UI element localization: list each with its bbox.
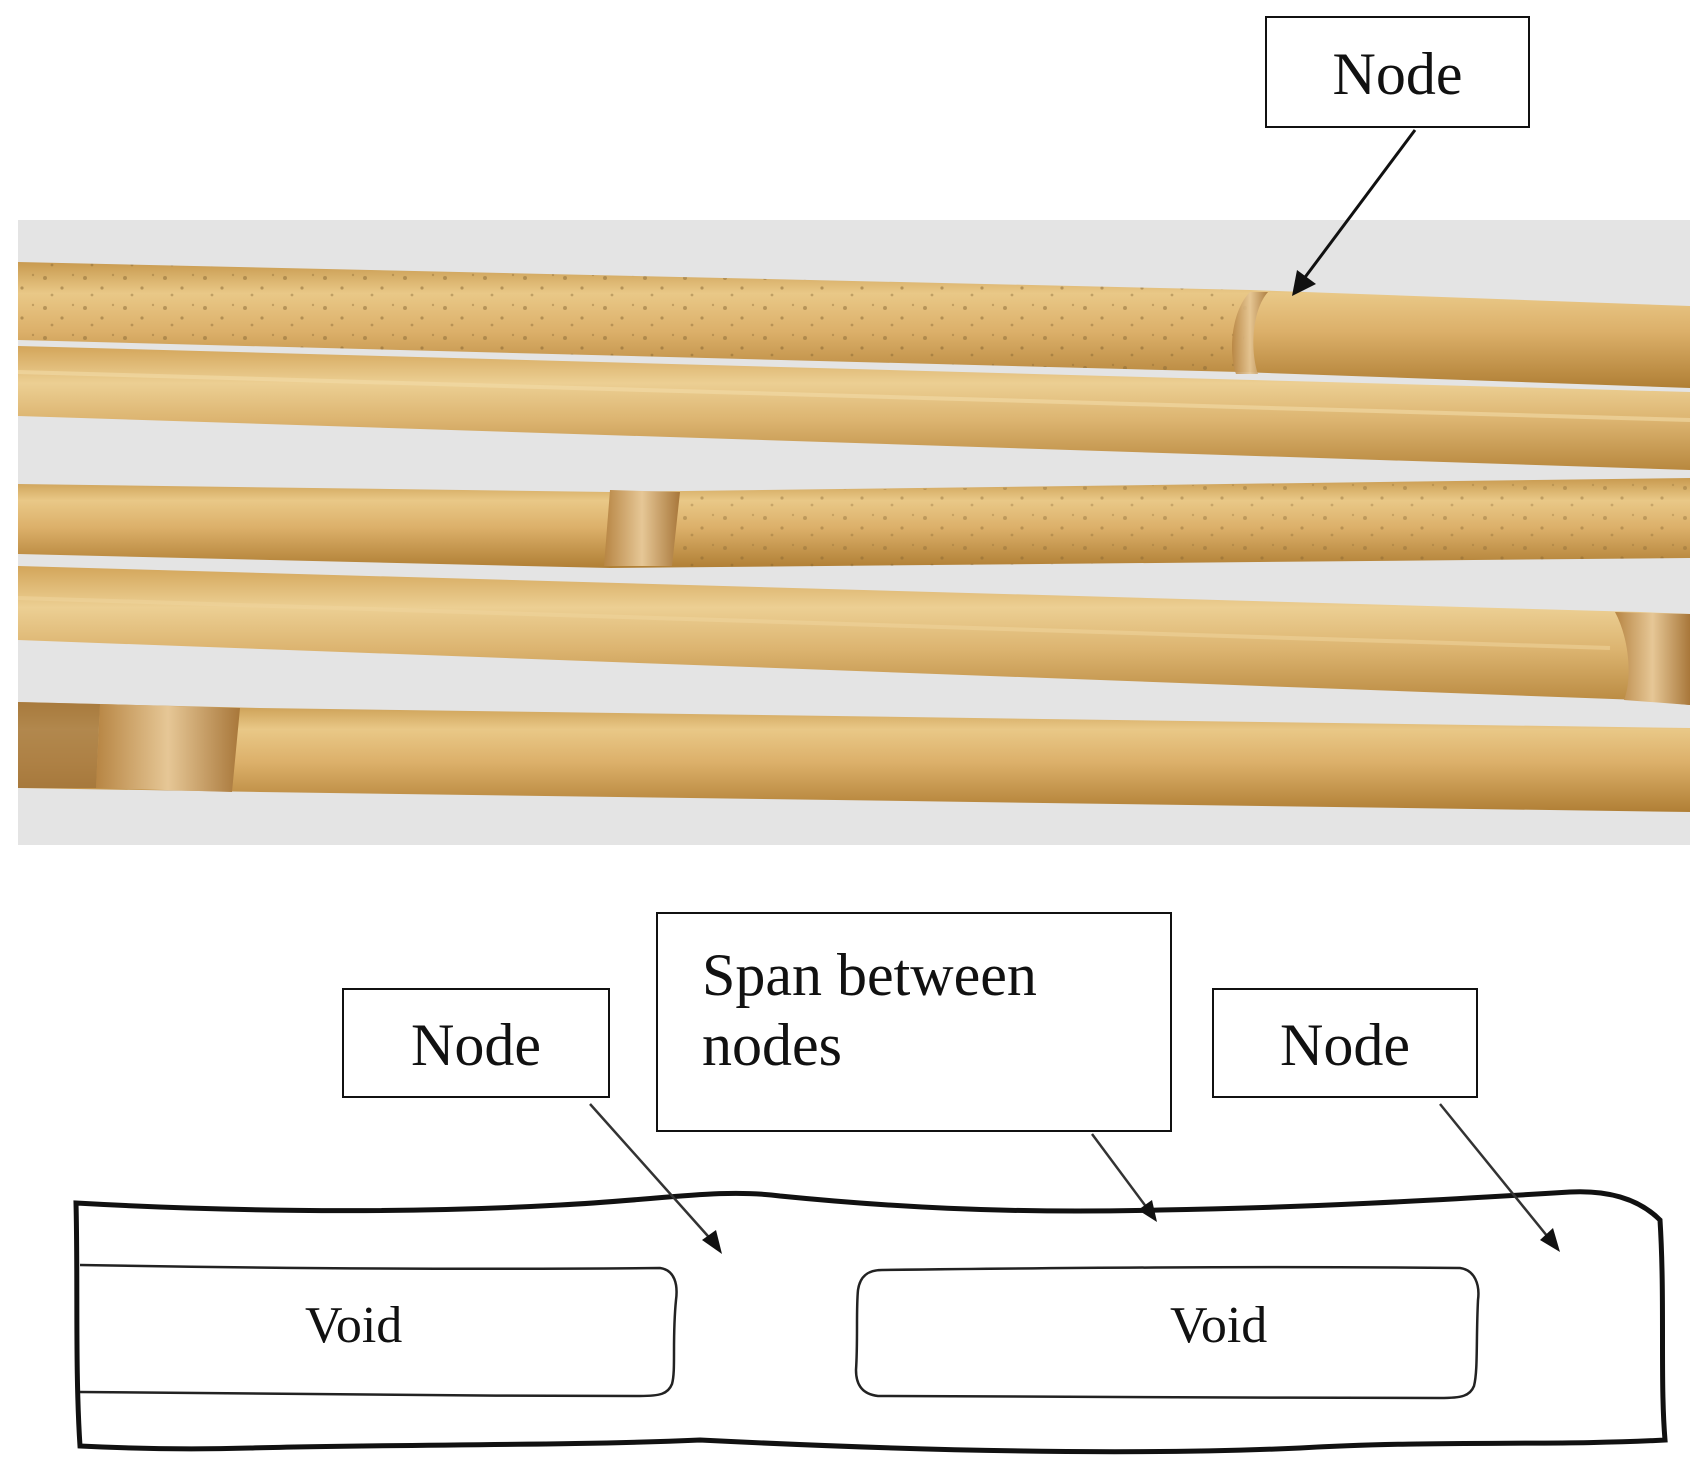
left-node-arrow bbox=[589, 1103, 716, 1245]
void-left-label: Void bbox=[305, 1297, 403, 1354]
right-node-label-box: Node bbox=[1212, 988, 1478, 1098]
cane-1 bbox=[18, 262, 1690, 388]
left-node-label-box: Node bbox=[342, 988, 610, 1098]
right-node-arrowhead bbox=[1540, 1228, 1560, 1252]
right-node-label: Node bbox=[1280, 1012, 1410, 1078]
left-node-label: Node bbox=[411, 1012, 541, 1078]
photo-node-label: Node bbox=[1332, 41, 1463, 107]
span-label-line2: nodes bbox=[702, 1012, 842, 1078]
span-label-box: Span between nodes bbox=[656, 912, 1172, 1132]
cane-5 bbox=[18, 702, 1690, 812]
span-arrow bbox=[1090, 1133, 1152, 1213]
span-label-line1: Span between bbox=[702, 942, 1037, 1008]
photo-node-arrowhead bbox=[1292, 270, 1316, 296]
span-arrowhead bbox=[1138, 1200, 1157, 1222]
culm-outline bbox=[73, 1189, 1668, 1455]
photo-node-label-box: Node bbox=[1265, 16, 1530, 128]
photo-node-arrow bbox=[1298, 129, 1417, 285]
cane-4 bbox=[17, 566, 1690, 705]
right-node-arrow bbox=[1439, 1103, 1553, 1243]
cane-3 bbox=[18, 478, 1690, 568]
cane-2 bbox=[17, 346, 1691, 470]
void-left bbox=[79, 1263, 678, 1398]
void-right bbox=[854, 1265, 1480, 1400]
left-node-arrowhead bbox=[702, 1230, 722, 1254]
void-right-label: Void bbox=[1170, 1297, 1268, 1354]
